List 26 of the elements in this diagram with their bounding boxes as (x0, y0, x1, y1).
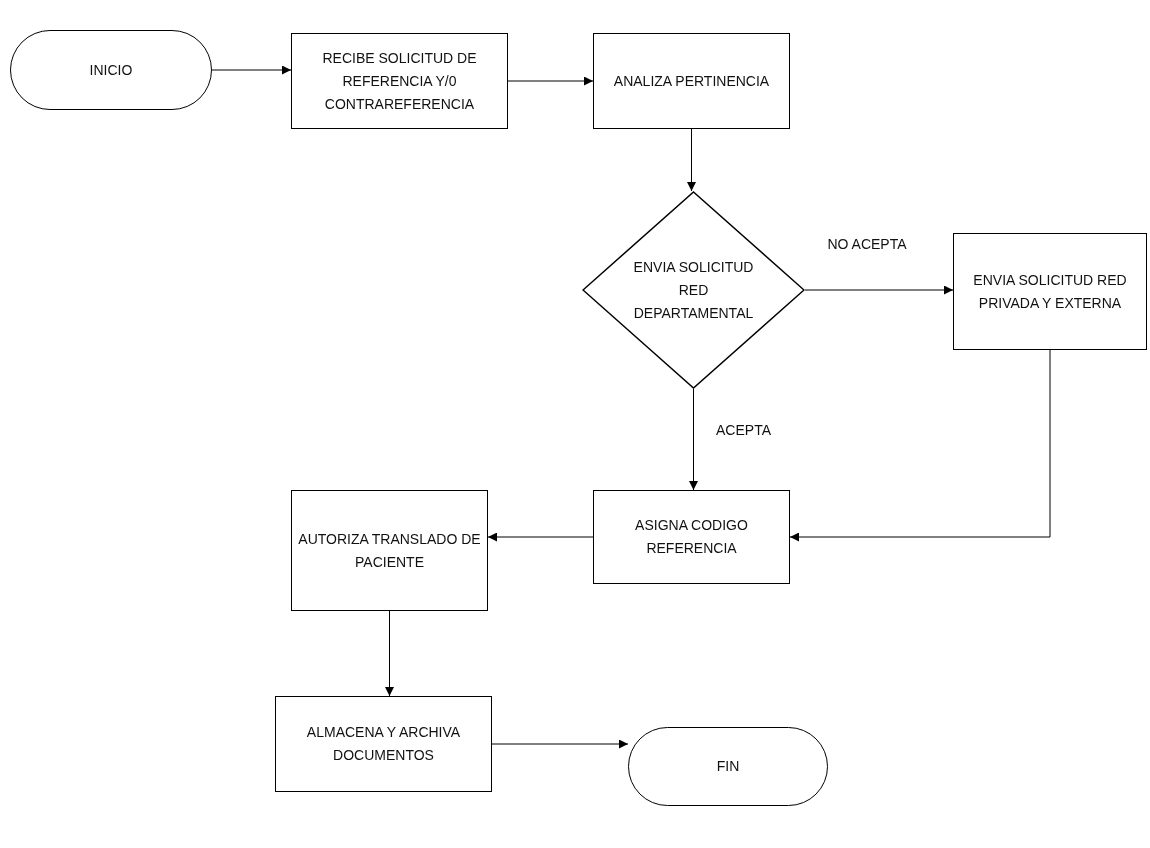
process-box (275, 696, 492, 792)
process-box (291, 33, 508, 129)
arrow (789, 349, 1051, 542)
arrow (507, 76, 594, 86)
node-label: ASIGNA CODIGO REFERENCIA (634, 516, 749, 558)
arrow (385, 610, 394, 697)
arrow (211, 65, 292, 75)
node-label: AUTORIZA TRANSLADO DE PACIENTE (297, 529, 482, 572)
arrow (804, 285, 954, 295)
node-label: RECIBE SOLICITUD DE REFERENCIA Y/0 CONTRAREFERENCIA (321, 48, 478, 114)
node-label: FIN (715, 757, 741, 776)
arrow (687, 128, 696, 192)
process-box (593, 33, 790, 129)
node-label: ANALIZA PERTINENCIA (612, 71, 771, 91)
node-label: ENVIA SOLICITUD RED DEPARTAMENTAL (632, 257, 755, 323)
edge-label: NO ACEPTA (825, 236, 909, 252)
process-box (291, 490, 488, 611)
arrow (491, 739, 629, 749)
process-box (953, 233, 1147, 350)
node-label: INICIO (88, 60, 134, 80)
process-box (593, 490, 790, 584)
decision-diamond (582, 191, 805, 389)
arrow (689, 388, 698, 491)
node-label: ALMACENA Y ARCHIVA DOCUMENTOS (305, 723, 462, 765)
arrow (487, 532, 594, 542)
node-label: ENVIA SOLICITUD RED PRIVADA Y EXTERNA (972, 270, 1128, 313)
